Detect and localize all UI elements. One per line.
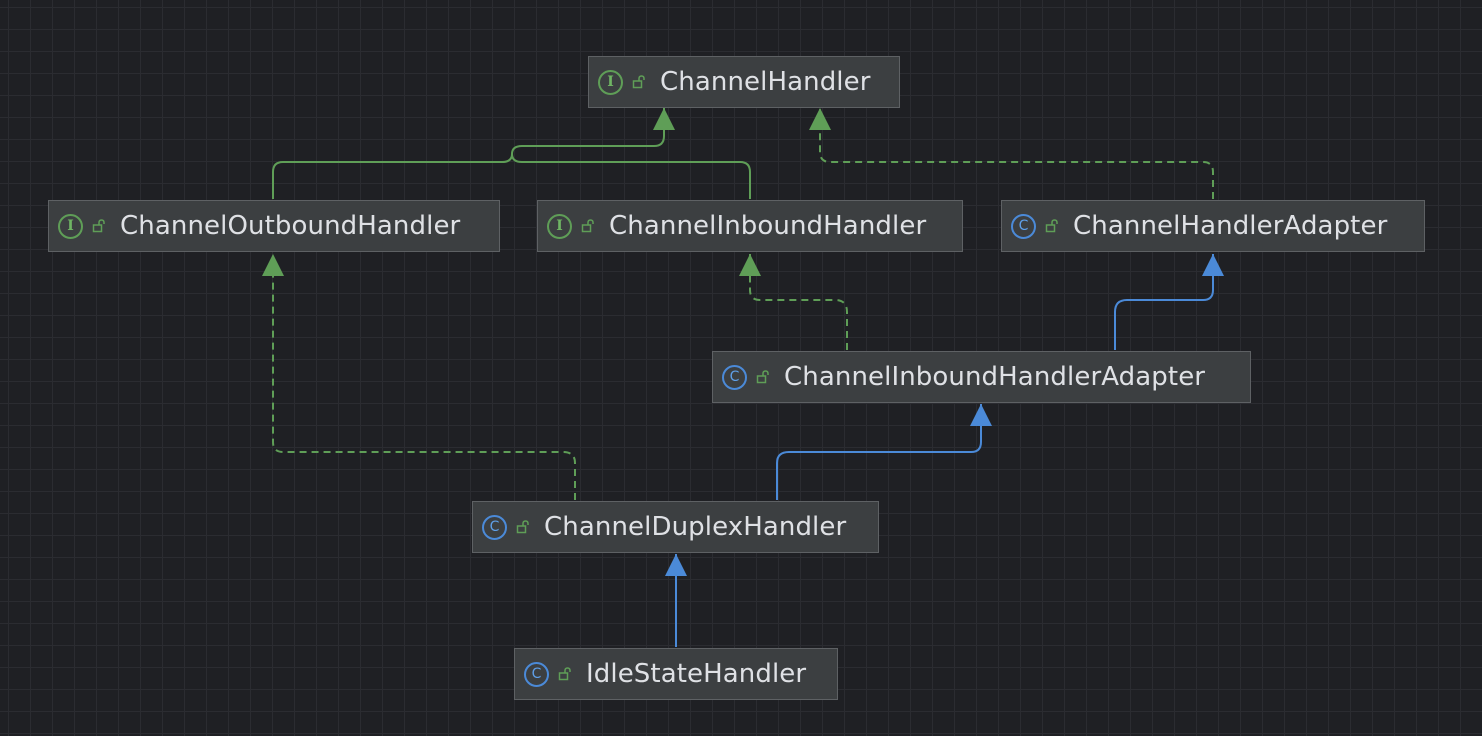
lock-icon: [92, 219, 106, 233]
edge-inbound-adapter-extends-handler-adapter: [1114, 254, 1224, 350]
class-icon: C: [482, 514, 507, 540]
lock-icon: [756, 370, 770, 384]
node-channel-inbound-handler[interactable]: I ChannelInboundHandler: [537, 200, 963, 252]
class-icon: C: [524, 661, 549, 687]
edge-handler-adapter-implements-handler: [809, 108, 1214, 199]
node-label: IdleStateHandler: [586, 659, 807, 689]
interface-icon: I: [598, 69, 623, 95]
edge-duplex-implements-outbound: [262, 254, 576, 500]
node-channel-handler[interactable]: I ChannelHandler: [588, 56, 900, 108]
lock-icon: [558, 667, 572, 681]
lock-icon: [632, 75, 646, 89]
node-label: ChannelInboundHandlerAdapter: [784, 362, 1206, 392]
node-label: ChannelHandler: [660, 67, 871, 97]
node-idle-state-handler[interactable]: C IdleStateHandler: [514, 648, 838, 700]
node-label: ChannelInboundHandler: [609, 211, 927, 241]
node-label: ChannelDuplexHandler: [544, 512, 847, 542]
lock-icon: [516, 520, 530, 534]
node-channel-duplex-handler[interactable]: C ChannelDuplexHandler: [472, 501, 879, 553]
node-channel-handler-adapter[interactable]: C ChannelHandlerAdapter: [1001, 200, 1425, 252]
lock-icon: [1045, 219, 1059, 233]
edge-inbound-extends-handler: [511, 153, 751, 199]
node-label: ChannelOutboundHandler: [120, 211, 461, 241]
interface-icon: I: [547, 213, 572, 239]
lock-icon: [581, 219, 595, 233]
edge-inbound-adapter-implements-inbound: [739, 254, 848, 350]
class-icon: C: [722, 364, 747, 390]
interface-icon: I: [58, 213, 83, 239]
edge-duplex-extends-inbound-adapter: [776, 404, 992, 500]
node-channel-outbound-handler[interactable]: I ChannelOutboundHandler: [48, 200, 500, 252]
node-label: ChannelHandlerAdapter: [1073, 211, 1388, 241]
class-icon: C: [1011, 213, 1036, 239]
node-channel-inbound-handler-adapter[interactable]: C ChannelInboundHandlerAdapter: [712, 351, 1251, 403]
edge-outbound-extends-handler: [272, 108, 675, 199]
